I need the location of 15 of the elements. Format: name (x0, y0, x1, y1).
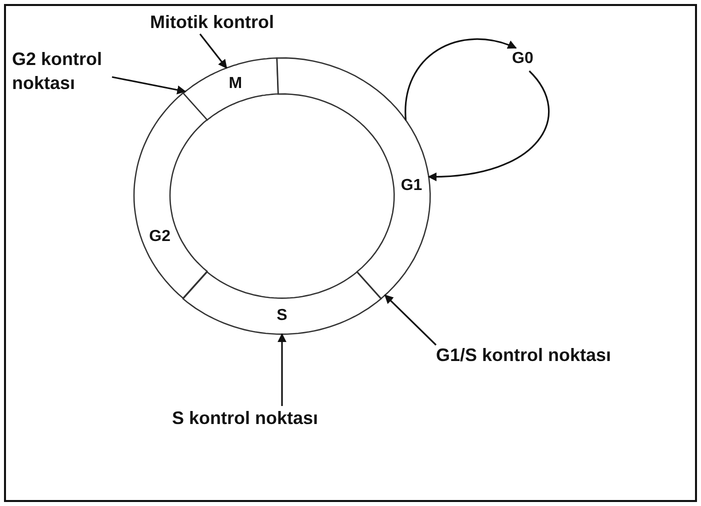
phase-label: G2 (149, 228, 170, 246)
checkpoint-label: G2 kontrol noktası (12, 47, 112, 95)
phase-label: S (276, 306, 288, 325)
checkpoint-label: S kontrol noktası (172, 406, 318, 430)
checkpoint-label: G1/S kontrol noktası (436, 343, 612, 367)
checkpoint-label: Mitotik kontrol (150, 10, 274, 34)
arrow (428, 70, 550, 181)
phase-label: G1 (400, 176, 422, 195)
phase-label: M (228, 74, 242, 93)
arrow (199, 34, 228, 69)
arrow (278, 333, 286, 406)
arrow (404, 38, 517, 120)
phase-label: G0 (512, 47, 534, 71)
arrow (112, 76, 186, 94)
arrow (384, 294, 437, 346)
